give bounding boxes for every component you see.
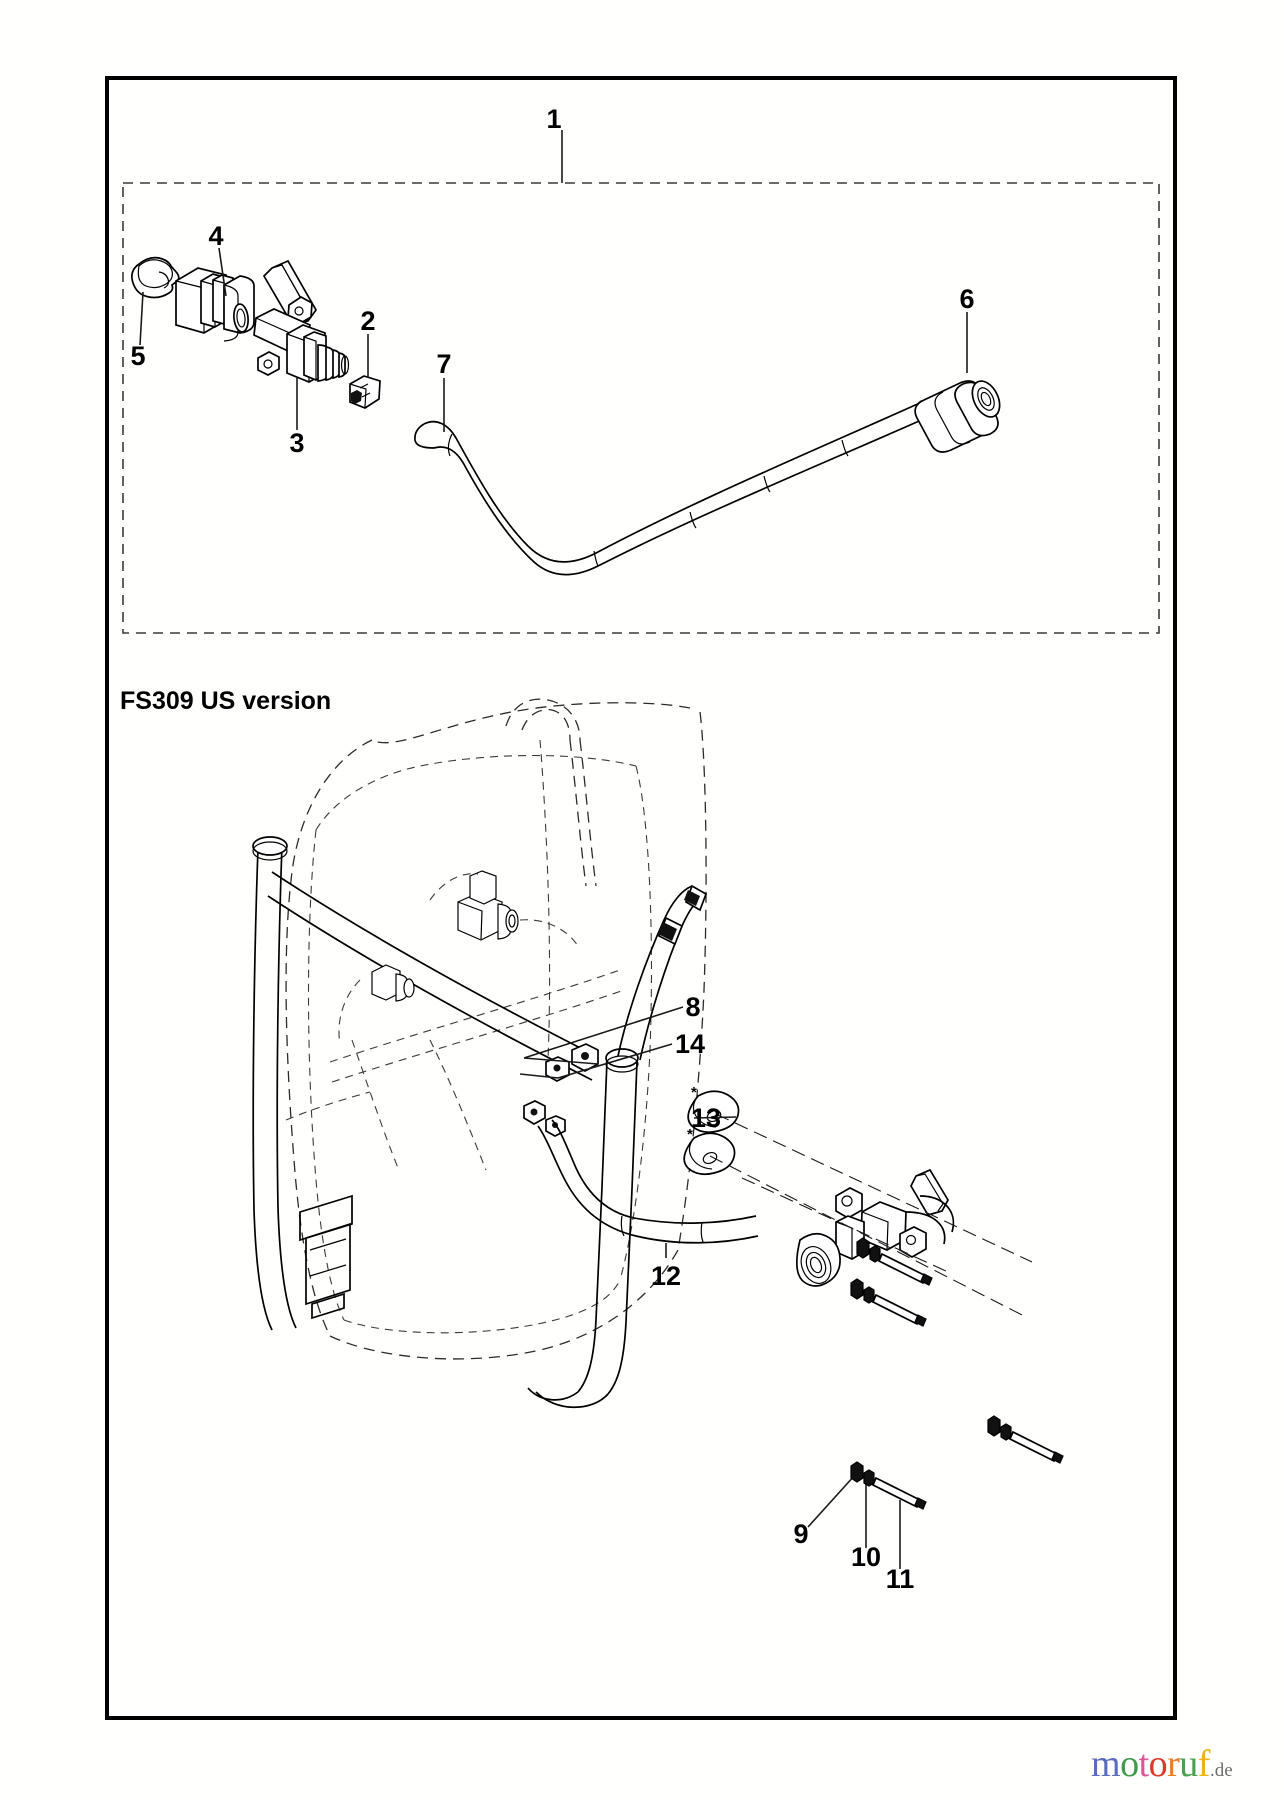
callout-leader-9: [807, 1474, 856, 1528]
callout-leader-14b: [519, 1073, 559, 1079]
watermark-letter-r: r: [1167, 1743, 1180, 1785]
callout-label-14: 14: [675, 1029, 705, 1059]
assembly-centerline-upper: [715, 1113, 1033, 1263]
callout-leader-4: [218, 247, 227, 297]
fastener-set-callout-target: [850, 1461, 927, 1510]
fastener-set-lower: [850, 1278, 927, 1327]
callout-leader-8: [523, 1006, 684, 1059]
watermark-letter-u: u: [1179, 1743, 1198, 1785]
callout-label-7: 7: [436, 349, 451, 379]
callout-label-4: 4: [208, 221, 223, 251]
watermark-letter-o2: o: [1148, 1743, 1168, 1785]
part-quick-coupling: [914, 380, 1001, 453]
mounted-ball-valve: [795, 1168, 955, 1287]
washer-marker-2: *: [687, 1126, 693, 1143]
assembly-centerline-valve: [741, 1177, 949, 1273]
mounted-valve-assembly-phantom: [338, 870, 579, 1045]
callout-label-13: 13: [691, 1103, 721, 1133]
part-hose-clamp-nut: [349, 375, 381, 409]
callout-label-10: 10: [851, 1542, 881, 1572]
fastener-set-upper: [856, 1237, 933, 1286]
watermark-letter-f: f: [1197, 1743, 1211, 1785]
callout-label-2: 2: [360, 306, 375, 336]
assembly-group-box: [122, 182, 1160, 634]
part-hex-coupling: [175, 267, 255, 342]
callout-label-3: 3: [289, 428, 304, 458]
watermark-letter-o1: o: [1120, 1743, 1139, 1785]
watermark-suffix: .de: [1209, 1760, 1233, 1781]
callout-leader-8b: [523, 1057, 599, 1065]
callout-label-11: 11: [886, 1564, 915, 1594]
fastener-set-callout-target-upper: [987, 1415, 1064, 1464]
callout-leader-14: [557, 1043, 673, 1079]
page-border: [105, 76, 1177, 1720]
callout-leader-5: [139, 291, 144, 346]
washer-marker-1: *: [691, 1084, 697, 1101]
callout-label-12: 12: [651, 1261, 681, 1291]
callout-label-9: 9: [793, 1519, 808, 1549]
part-ball-valve: [253, 259, 350, 383]
part-water-hose: [414, 401, 927, 576]
part-hose-clamp-lower: [523, 1043, 599, 1137]
callout-leader-13: [693, 1116, 737, 1119]
callout-label-8: 8: [685, 992, 700, 1022]
machine-frame-phantom: [252, 698, 708, 1409]
callout-label-5: 5: [130, 341, 145, 371]
assembly-centerline-lower: [709, 1155, 1025, 1317]
part-cap-plug: [131, 256, 180, 299]
motoruf-watermark: motoruf.de: [1091, 1745, 1233, 1783]
watermark-letter-t: t: [1138, 1743, 1150, 1785]
callout-label-1: 1: [546, 104, 561, 134]
watermark-letter-m: m: [1091, 1743, 1121, 1785]
part-spacer-washers: * *: [683, 1084, 740, 1176]
callout-label-6: 6: [959, 284, 974, 314]
part-water-hose-installed: [537, 1119, 759, 1244]
section-title-fs309: FS309 US version: [120, 687, 331, 715]
